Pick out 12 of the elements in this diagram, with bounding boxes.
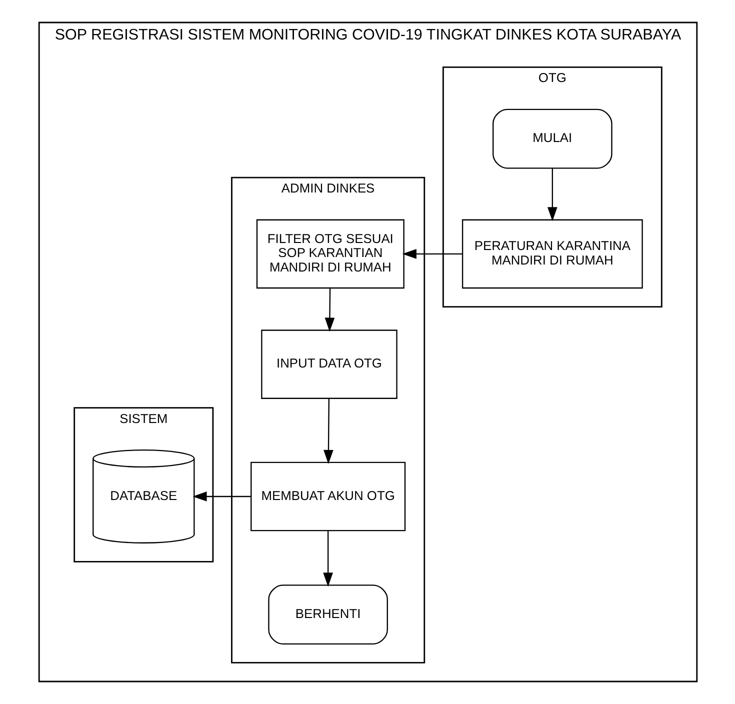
node-box: MULAI <box>492 108 612 169</box>
arrow <box>546 168 557 222</box>
arrow <box>324 288 334 332</box>
node-box: BERHENTI <box>268 584 388 644</box>
node-box: INPUT DATA OTG <box>260 330 397 399</box>
arrow <box>322 530 332 587</box>
arrow <box>192 492 250 502</box>
arrow <box>323 398 333 464</box>
node-box: FILTER OTG SESUAI SOP KARANTIAN MANDIRI DI RUMAH <box>256 219 404 289</box>
node-box: PERATURAN KARANTINA MANDIRI DI RUMAH <box>461 219 642 289</box>
arrow <box>402 248 462 259</box>
node-box: MEMBUAT AKUN OTG <box>250 462 406 532</box>
